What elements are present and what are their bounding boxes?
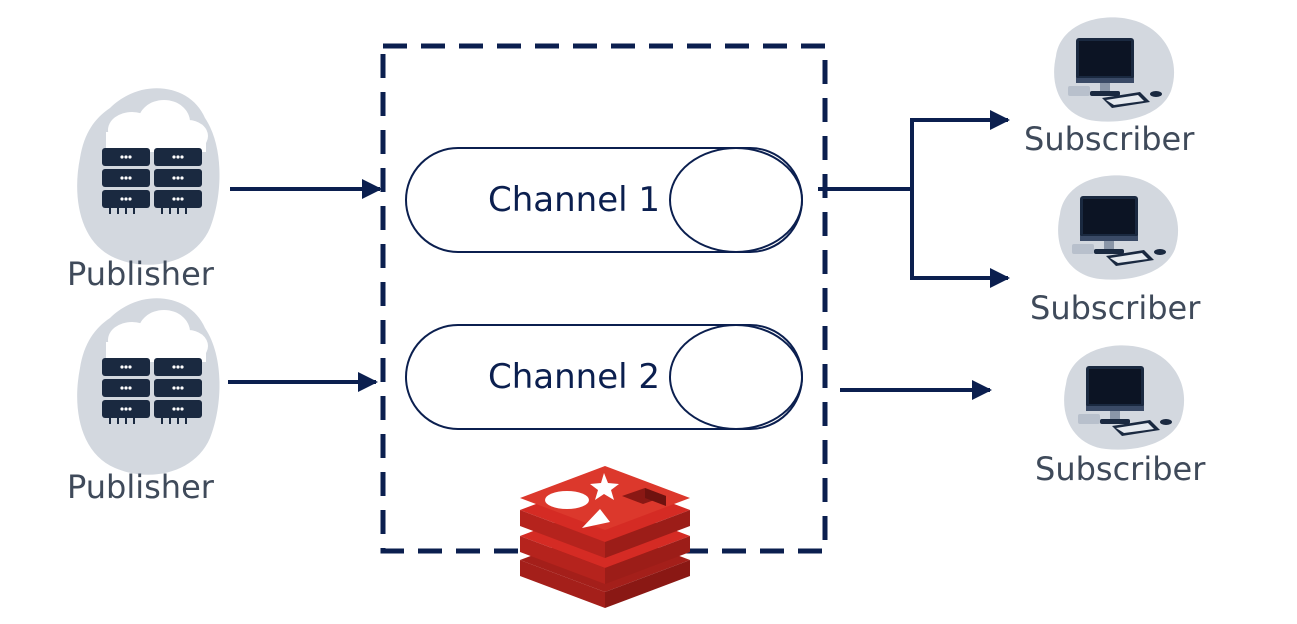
publisher-cloud-server-icon — [76, 297, 221, 476]
channel-1-pill — [405, 147, 803, 253]
channel-1-label: Channel 1 — [488, 180, 661, 220]
channel-1-fanout-arrows — [818, 110, 1010, 288]
subscriber-desktop-computer-icon — [1058, 175, 1179, 280]
subscriber-label: Subscriber — [1035, 450, 1206, 488]
subscriber-label: Subscriber — [1024, 120, 1195, 158]
subscriber-desktop-computer-icon — [1054, 17, 1175, 122]
subscriber-desktop-computer-icon — [1064, 345, 1185, 450]
redis-logo — [520, 466, 690, 608]
subscriber-label: Subscriber — [1030, 289, 1201, 327]
publisher-label: Publisher — [67, 255, 214, 293]
channel-2-label: Channel 2 — [488, 357, 661, 397]
channel-2-pill — [405, 324, 803, 430]
broker-box — [380, 43, 828, 554]
publisher-label: Publisher — [67, 468, 214, 506]
publisher-cloud-server-icon — [76, 87, 221, 266]
